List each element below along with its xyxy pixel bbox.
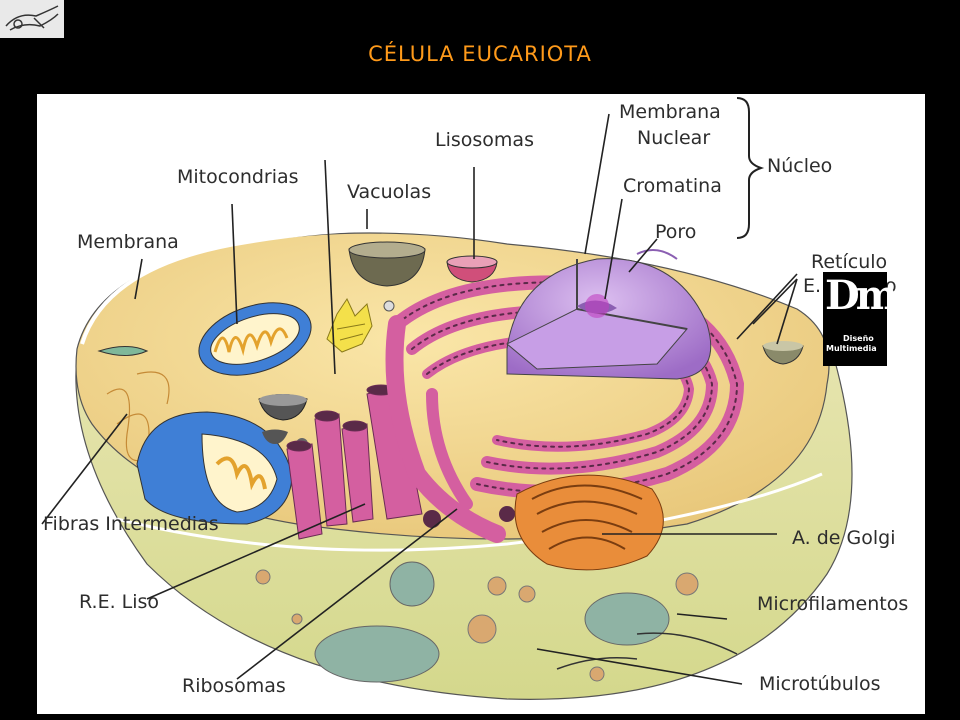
vacuoles [258,241,426,450]
label-golgi: A. de Golgi [792,527,896,549]
label-mitocondrias: Mitocondrias [177,166,299,188]
brand-line-2: Multimedia [826,344,877,353]
label-poro: Poro [655,221,697,243]
label-microfilamentos: Microfilamentos [757,593,909,615]
label-nucleo: Núcleo [767,155,833,177]
brand-line-1: Diseño [843,334,874,343]
label-reticulo-rugoso-1: Retículo [811,251,888,273]
nucleus [506,249,712,380]
cell-diagram: Membrana Nuclear Núcleo Cromatina Poro L… [37,94,925,714]
label-membrana-nuclear-1: Membrana [619,101,721,123]
brand-logo: Dm Diseño Multimedia [823,272,898,366]
lysosome [446,255,498,283]
label-lisosomas: Lisosomas [435,129,534,151]
right-vesicle [762,341,804,365]
corner-logo [0,0,64,38]
lower-organelles [255,561,699,683]
mitochondrion-lower [136,411,293,525]
centriole-cluster [326,297,373,353]
plasma-membrane [80,227,438,345]
leader-lines [41,113,798,685]
label-cromatina: Cromatina [623,175,722,197]
page-title: CÉLULA EUCARIOTA [368,42,592,66]
label-membrana: Membrana [77,231,179,253]
label-re-liso: R.E. Liso [79,591,160,613]
mitochondrion-top [198,302,312,376]
golgi-apparatus [423,474,664,571]
label-fibras-intermedias: Fibras Intermedias [43,513,219,535]
smooth-er [286,384,423,540]
label-ribosomas: Ribosomas [182,675,286,697]
nucleus-bracket [736,97,765,239]
label-microtubulos: Microtúbulos [759,673,881,695]
membrane-vesicle [97,346,149,356]
brand-mark: Dm [825,272,898,319]
sketch-logo-icon [5,5,59,31]
label-vacuolas: Vacuolas [347,181,432,203]
label-membrana-nuclear-2: Nuclear [637,127,711,149]
